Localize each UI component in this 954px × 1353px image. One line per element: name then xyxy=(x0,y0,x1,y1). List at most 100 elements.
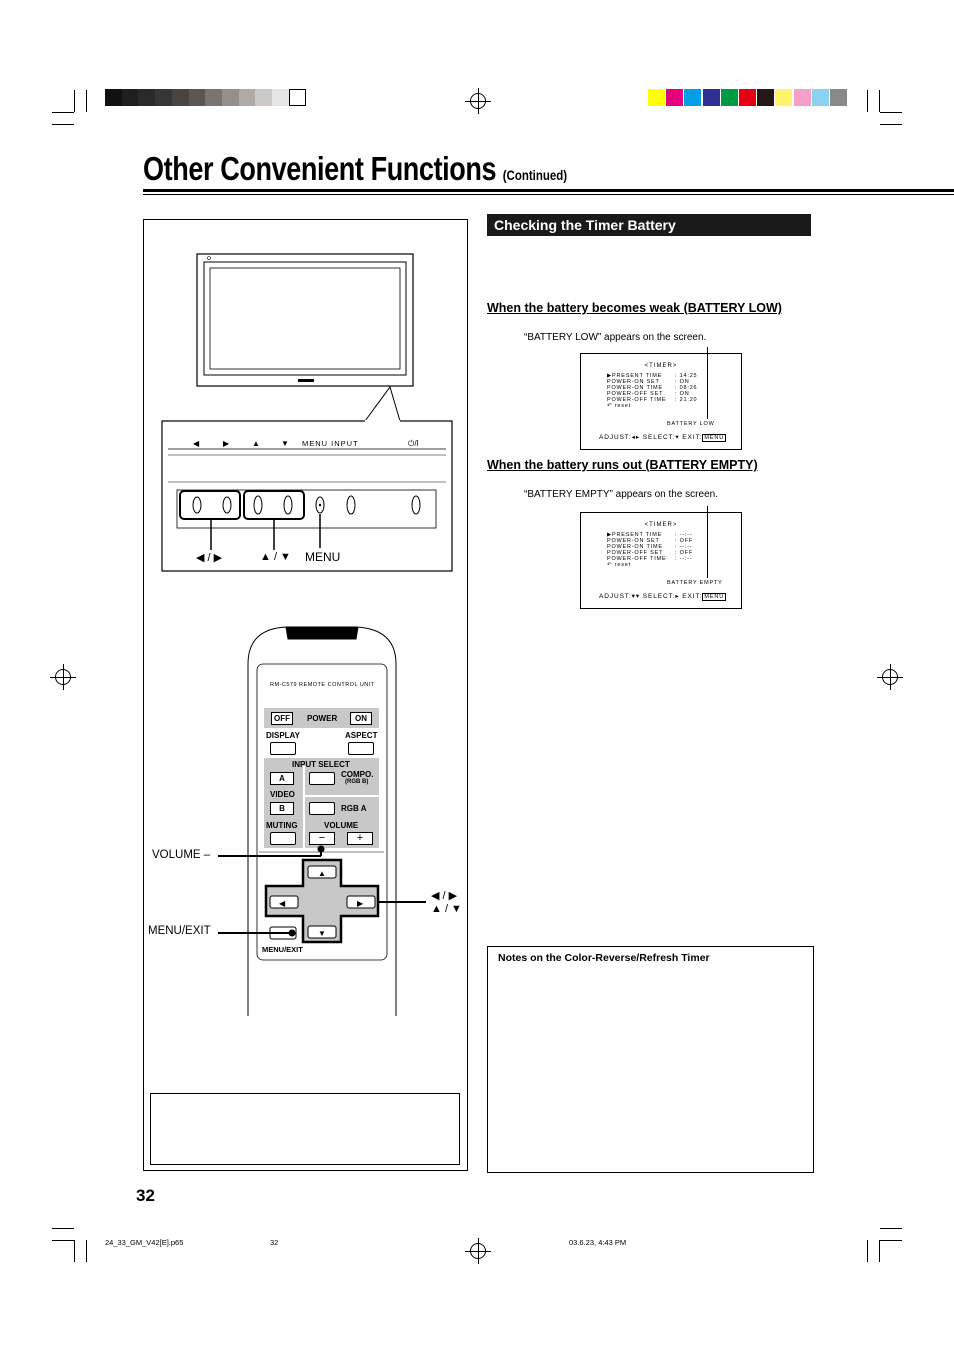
left-right-label: ◀ / ▶ xyxy=(196,552,223,564)
pointer-line xyxy=(707,506,708,578)
rgb-a-button[interactable] xyxy=(309,802,335,815)
color-swatch xyxy=(720,89,738,106)
gray-swatch xyxy=(155,89,173,106)
osd-row: POWER-ON TIME: 08:26 xyxy=(607,385,698,391)
volume-label: VOLUME xyxy=(324,821,359,830)
crop-mark xyxy=(74,1240,75,1262)
rgb-b-label: (RGB B) xyxy=(345,779,369,785)
gray-swatch xyxy=(205,89,223,106)
gray-swatch xyxy=(171,89,189,106)
on-button[interactable]: ON xyxy=(350,712,372,725)
gray-swatch xyxy=(188,89,206,106)
volume-minus-button[interactable]: − xyxy=(309,832,335,845)
crop-mark xyxy=(52,124,74,125)
registration-mark-icon xyxy=(877,664,903,690)
gray-swatch xyxy=(105,89,122,106)
osd-row: POWER-ON SET: ON xyxy=(607,379,690,385)
gray-swatch xyxy=(138,89,156,106)
continued-label: (Continued) xyxy=(502,167,568,183)
menu-exit-callout: MENU/EXIT xyxy=(148,925,211,937)
svg-text:▶: ▶ xyxy=(223,439,230,448)
registration-mark-icon xyxy=(465,1238,491,1264)
off-button[interactable]: OFF xyxy=(271,712,293,725)
input-select-label: INPUT SELECT xyxy=(292,760,350,769)
crop-mark xyxy=(867,90,868,112)
monitor-illustration: ◀ ▶ ▲ ▼ ⏻/I xyxy=(161,253,453,572)
osd-battery-status: BATTERY LOW xyxy=(667,421,715,427)
osd-row: POWER-ON SET: OFF xyxy=(607,538,694,544)
color-swatch xyxy=(757,89,775,106)
muting-label: MUTING xyxy=(266,821,298,830)
color-swatch xyxy=(830,89,847,106)
illustration-panel xyxy=(143,219,468,1171)
svg-text:◀: ◀ xyxy=(193,439,200,448)
crop-mark xyxy=(879,1240,880,1262)
crop-mark xyxy=(52,1240,74,1241)
osd-row: ↶ reset xyxy=(607,562,631,568)
osd-title: <TIMER> xyxy=(644,363,678,369)
color-swatch xyxy=(793,89,811,106)
svg-text:▼: ▼ xyxy=(281,439,289,448)
color-swatch xyxy=(775,89,793,106)
color-swatch xyxy=(684,89,702,106)
compo-label: COMPO. xyxy=(341,770,374,779)
gray-swatch xyxy=(255,89,273,106)
crop-mark xyxy=(52,112,74,113)
osd-rows: ▶PRESENT TIME: 14:25 POWER-ON SET: ON PO… xyxy=(607,373,697,409)
osd-row: POWER-OFF SET: OFF xyxy=(607,550,694,556)
notes-heading: Notes on the Color-Reverse/Refresh Timer xyxy=(498,952,710,964)
rgb-a-label: RGB A xyxy=(341,804,367,813)
aspect-button[interactable] xyxy=(348,742,374,755)
svg-text:▲: ▲ xyxy=(318,869,326,878)
aspect-label: ASPECT xyxy=(345,731,378,740)
compo-button[interactable] xyxy=(309,772,335,785)
osd-title: <TIMER> xyxy=(644,522,678,528)
arrows-ud-callout: ▲ / ▼ xyxy=(431,903,462,915)
crop-mark xyxy=(867,1240,868,1262)
battery-empty-caption: “BATTERY EMPTY” appears on the screen. xyxy=(524,489,718,500)
menu-exit-key-label: MENU/EXIT xyxy=(262,945,303,954)
osd-row: POWER-OFF SET: ON xyxy=(607,391,690,397)
footer-date: 03.6.23, 4:43 PM xyxy=(569,1238,627,1247)
display-button[interactable] xyxy=(270,742,296,755)
osd-row: POWER-OFF TIME: 21:20 xyxy=(607,397,698,403)
gray-swatch xyxy=(121,89,139,106)
arrows-lr-callout: ◀ / ▶ xyxy=(431,890,458,902)
crop-mark xyxy=(880,1228,902,1229)
muting-button[interactable] xyxy=(270,832,296,845)
crop-mark xyxy=(52,1228,74,1229)
svg-text:◀: ◀ xyxy=(279,899,286,908)
battery-low-osd: <TIMER> ▶PRESENT TIME: 14:25 POWER-ON SE… xyxy=(580,353,742,450)
osd-row: ↶ reset xyxy=(607,403,631,409)
section-title: Checking the Timer Battery xyxy=(487,214,811,236)
crop-mark xyxy=(74,90,75,112)
registration-mark-icon xyxy=(465,88,491,114)
volume-plus-button[interactable]: + xyxy=(347,832,373,845)
osd-row: POWER-ON TIME: --:-- xyxy=(607,544,693,550)
notes-box: Notes on the Color-Reverse/Refresh Timer xyxy=(487,946,814,1173)
gray-swatch xyxy=(238,89,256,106)
footer-page: 32 xyxy=(270,1238,279,1247)
color-swatch xyxy=(666,89,684,106)
svg-text:▼: ▼ xyxy=(318,929,326,938)
crop-mark xyxy=(86,90,87,112)
crop-mark xyxy=(880,124,902,125)
menu-label: MENU xyxy=(305,550,341,564)
bottom-note-box xyxy=(150,1093,460,1165)
video-a-button[interactable]: A xyxy=(270,772,294,785)
battery-empty-osd: <TIMER> ▶PRESENT TIME: --:-- POWER-ON SE… xyxy=(580,512,742,609)
pointer-line xyxy=(707,347,708,419)
crop-mark xyxy=(86,1240,87,1262)
page-title: Other Convenient Functions(Continued) xyxy=(143,150,568,187)
crop-mark xyxy=(880,112,902,113)
osd-rows: ▶PRESENT TIME: --:-- POWER-ON SET: OFF P… xyxy=(607,532,693,568)
osd-battery-status: BATTERY EMPTY xyxy=(667,580,723,586)
monitor-strip-label: MENU INPUT xyxy=(302,439,359,448)
color-swatch xyxy=(648,89,665,106)
color-swatch xyxy=(702,89,720,106)
battery-low-caption: “BATTERY LOW” appears on the screen. xyxy=(524,332,707,343)
title-rule xyxy=(143,194,954,195)
video-b-button[interactable]: B xyxy=(270,802,294,815)
registration-mark-icon xyxy=(50,664,76,690)
power-label: POWER xyxy=(307,714,338,723)
